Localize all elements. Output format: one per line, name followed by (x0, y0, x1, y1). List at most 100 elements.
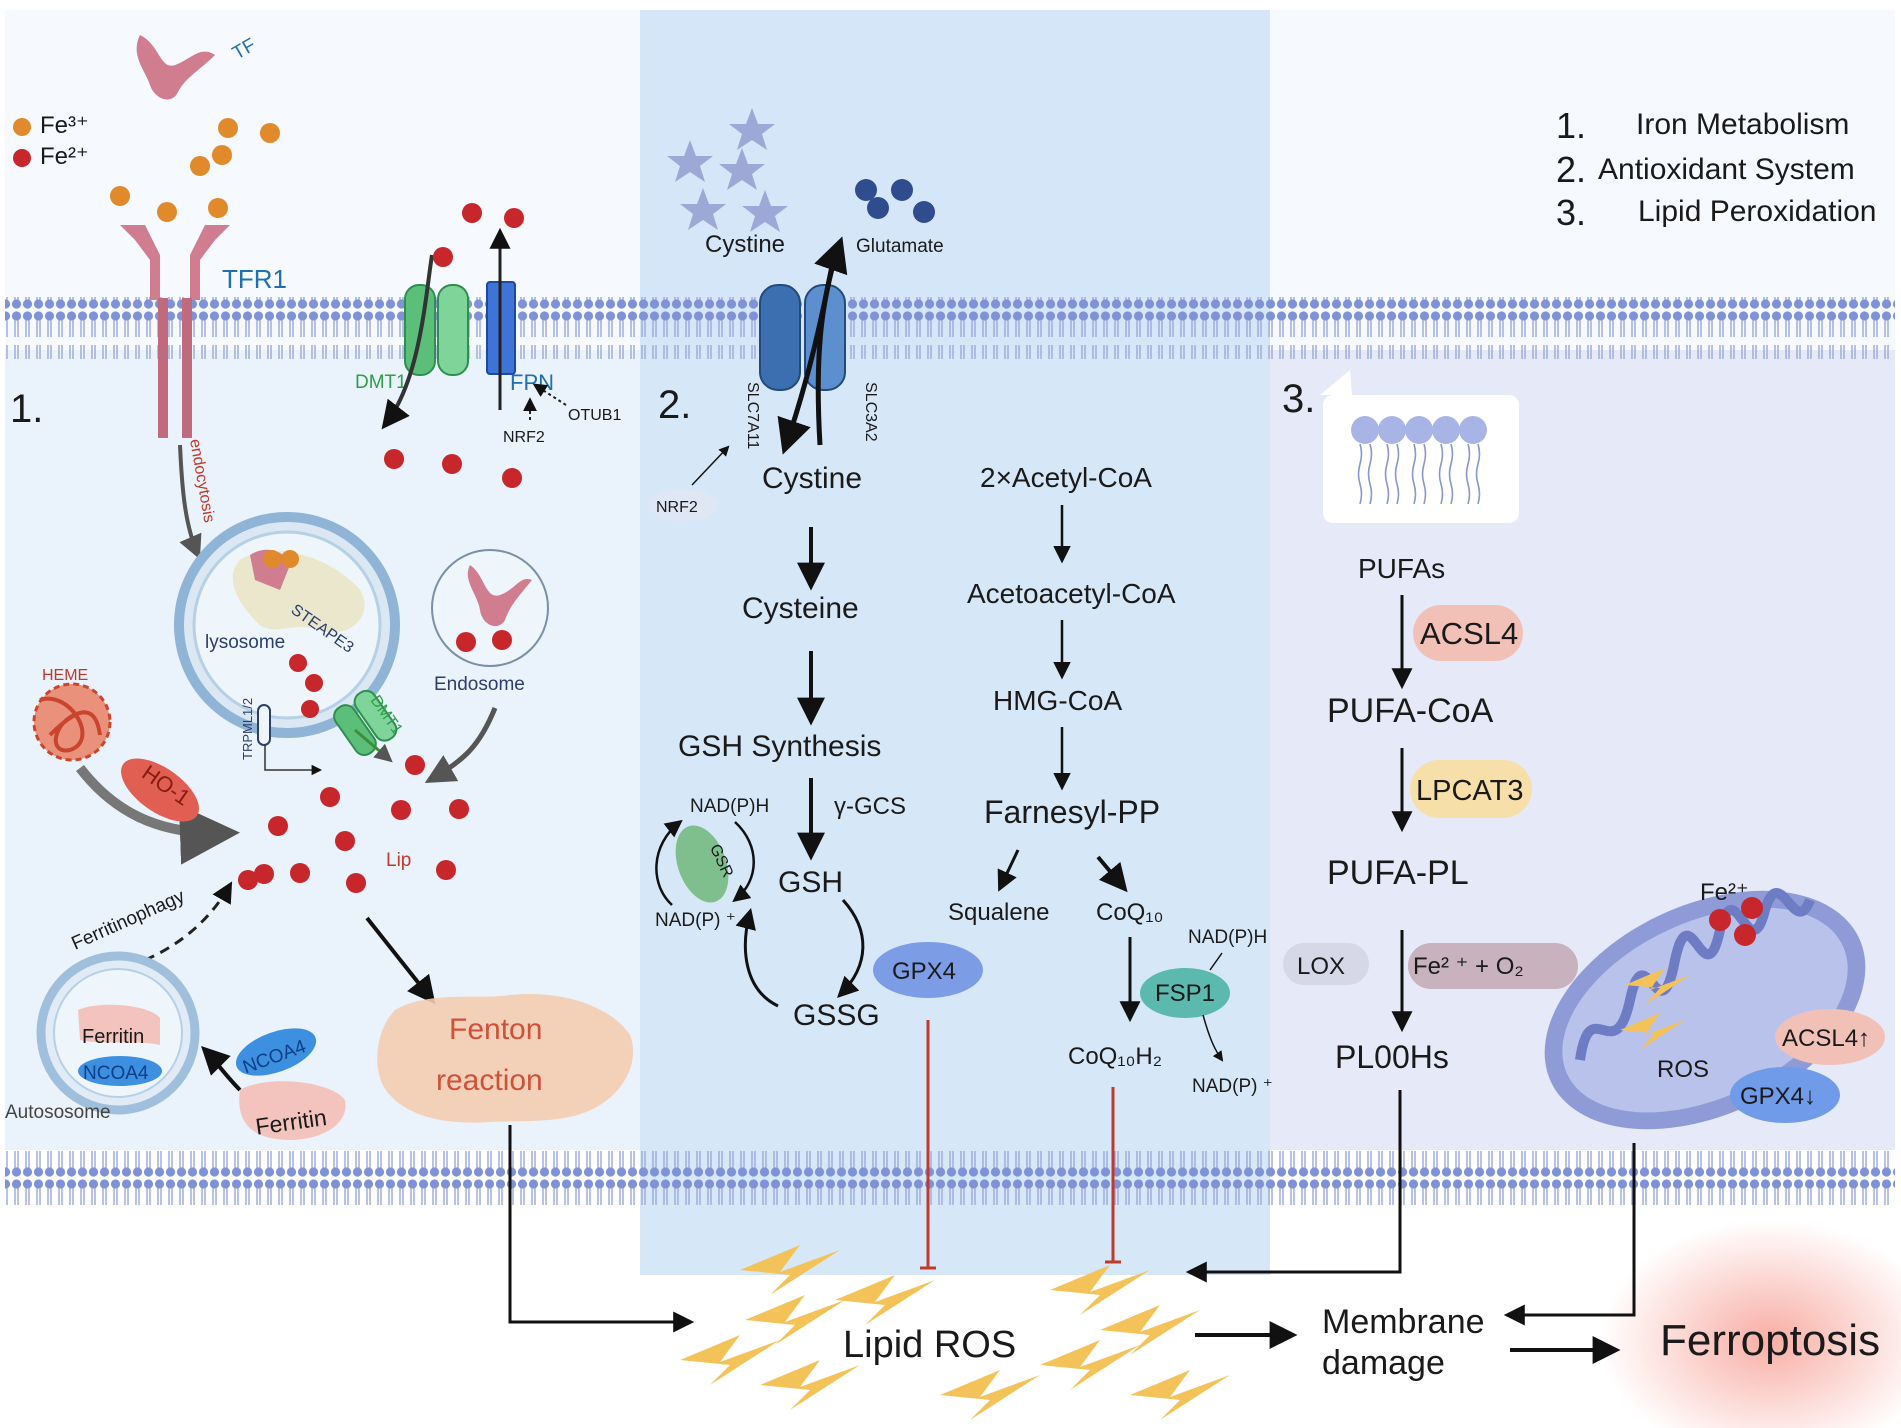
autosome (36, 951, 200, 1115)
coq10-label: CoQ₁₀ (1096, 899, 1163, 926)
lip-label: Lip (386, 850, 411, 871)
ncoa4-in-autosome: NCOA4 (83, 1063, 149, 1084)
callout-pointer (1320, 370, 1352, 395)
endosome-arrow (424, 707, 498, 783)
fe-o2-label: Fe² ⁺ + O₂ (1413, 953, 1524, 980)
gssg-label: GSSG (793, 999, 880, 1032)
legend-item-1: Iron Metabolism (1636, 108, 1849, 141)
panel-lipid-peroxidation: 3. PUFAs ACSL4 PUFA-CoA LPCAT3 PUFA-PL L… (1185, 370, 1885, 1326)
membrane-label-1: Membrane (1322, 1303, 1485, 1341)
glutamate-particles (855, 179, 935, 223)
gpx4-down-badge (1730, 1067, 1840, 1123)
acsl4-up-badge (1775, 1009, 1885, 1065)
ho1-badge (121, 758, 199, 822)
phospholipid-callout (1323, 395, 1519, 523)
gpx4-badge (873, 942, 983, 998)
squalene-label: Squalene (948, 899, 1049, 926)
panel3-number: 3. (1282, 377, 1315, 421)
mito-ros-label: ROS (1657, 1056, 1709, 1083)
ferritin-in-autosome: Ferritin (82, 1026, 144, 1048)
endosome-label: Endosome (434, 674, 525, 695)
fenton-cloud (377, 994, 634, 1123)
endosome (431, 549, 549, 667)
endocytosis-arrow (178, 444, 202, 560)
otub1-arrow (532, 383, 567, 406)
plooh-label: PL00Hs (1335, 1039, 1449, 1075)
labile-iron-pool (238, 755, 469, 893)
fsp1-label: FSP1 (1155, 980, 1215, 1007)
membrane-label-2: damage (1322, 1344, 1445, 1382)
lysosome-label: lysosome (205, 632, 285, 653)
farnesyl-pp-label: Farnesyl-PP (984, 794, 1160, 830)
panel2-number: 2. (658, 383, 691, 427)
ferroptosis-label: Ferroptosis (1660, 1316, 1880, 1365)
mito-ros-bolts (1620, 968, 1690, 1050)
trpml-arrow (264, 745, 323, 776)
plooh-to-ros-arrow (1185, 1090, 1402, 1283)
plasma-membrane-bottom (5, 1150, 1895, 1212)
tfr1-label: TFR1 (222, 264, 287, 294)
cysteine-label: Cysteine (742, 592, 859, 625)
pufa-pl-label: PUFA-PL (1327, 854, 1469, 892)
fe3-dot (13, 118, 31, 136)
nadph-label: NAD(P)H (690, 796, 769, 817)
cystine-stars (667, 108, 788, 232)
lipid-ros-bolts (680, 1245, 1230, 1420)
farnesyl-to-squalene-arrow (997, 849, 1020, 892)
plasma-membrane-top (5, 297, 1895, 359)
acetyl-coa-label: 2×Acetyl-CoA (980, 462, 1152, 493)
gsh-to-gssg-arrow (837, 898, 865, 998)
phospholipid-icon (1351, 416, 1487, 505)
mito-fe2-label: Fe²⁺ (1700, 879, 1749, 906)
pufa-coa-label: PUFA-CoA (1327, 692, 1494, 730)
ncoa4-badge (235, 1028, 317, 1076)
system-xc-transporter (759, 284, 846, 391)
nrf2-label: NRF2 (656, 499, 698, 516)
ferroptosis-glow (1600, 1220, 1901, 1428)
heme-degradation-arrow (76, 764, 240, 865)
nadp2-label: NAD(P) ⁺ (1192, 1076, 1273, 1097)
nadph2-link (1209, 952, 1223, 971)
legend-item-2: Antioxidant System (1598, 153, 1855, 186)
fe2-dot (13, 149, 31, 167)
lox-label: LOX (1297, 953, 1345, 980)
dmt1-label: DMT1 (355, 372, 407, 393)
legend-num-3: 3. (1556, 192, 1586, 233)
legend: Fe³⁺ Fe²⁺ 1. Iron Metabolism 2. Antioxid… (13, 105, 1877, 233)
gssg-to-gsh-arrow (735, 907, 779, 1008)
cystine-import-arrow (777, 249, 838, 455)
panel-antioxidant-system: 2. Cystine Glutamate SLC7A11 SLC3A2 NRF2 (648, 108, 1273, 1270)
acetoacetyl-coa-label: Acetoacetyl-CoA (967, 578, 1176, 609)
lip-to-fenton-arrow (365, 916, 436, 1005)
fe3-particles (110, 118, 280, 222)
slc7a11-label: SLC7A11 (744, 382, 761, 449)
cystine-in-label: Cystine (762, 462, 862, 495)
dmt1-import-arrow (381, 254, 434, 430)
outcome: Lipid ROS Membrane damage Ferroptosis (680, 1245, 1880, 1420)
fe-o2-badge (1408, 943, 1578, 989)
gpx4-label: GPX4 (892, 958, 956, 985)
panel2-bg (640, 10, 1270, 1275)
trpml-label: TRPML1/2 (240, 698, 255, 760)
autosome-label: Autososome (5, 1102, 111, 1123)
coq10h2-label: CoQ₁₀H₂ (1068, 1043, 1162, 1070)
farnesyl-to-coq10-arrow (1096, 855, 1128, 893)
otub1-label: OTUB1 (568, 407, 621, 424)
acsl4-badge (1413, 605, 1523, 661)
nadp-to-nadph-arrow (655, 819, 683, 906)
tfr1-receptor (120, 225, 230, 438)
tf-icon (136, 35, 215, 100)
heme-label: HEME (42, 667, 88, 684)
ferritinophagy-arrow (144, 881, 233, 962)
fenton-label-2: reaction (436, 1064, 543, 1097)
fsp1-nadp-arrow (1202, 1014, 1224, 1062)
lysosome (174, 512, 400, 746)
lpcat3-label: LPCAT3 (1416, 775, 1523, 807)
nrf2-badge (648, 489, 718, 521)
fe3-label: Fe³⁺ (40, 112, 89, 139)
legend-num-2: 2. (1556, 149, 1586, 190)
fe2-particles-top (384, 203, 524, 488)
mito-to-membrane-arrow (1503, 1143, 1636, 1326)
